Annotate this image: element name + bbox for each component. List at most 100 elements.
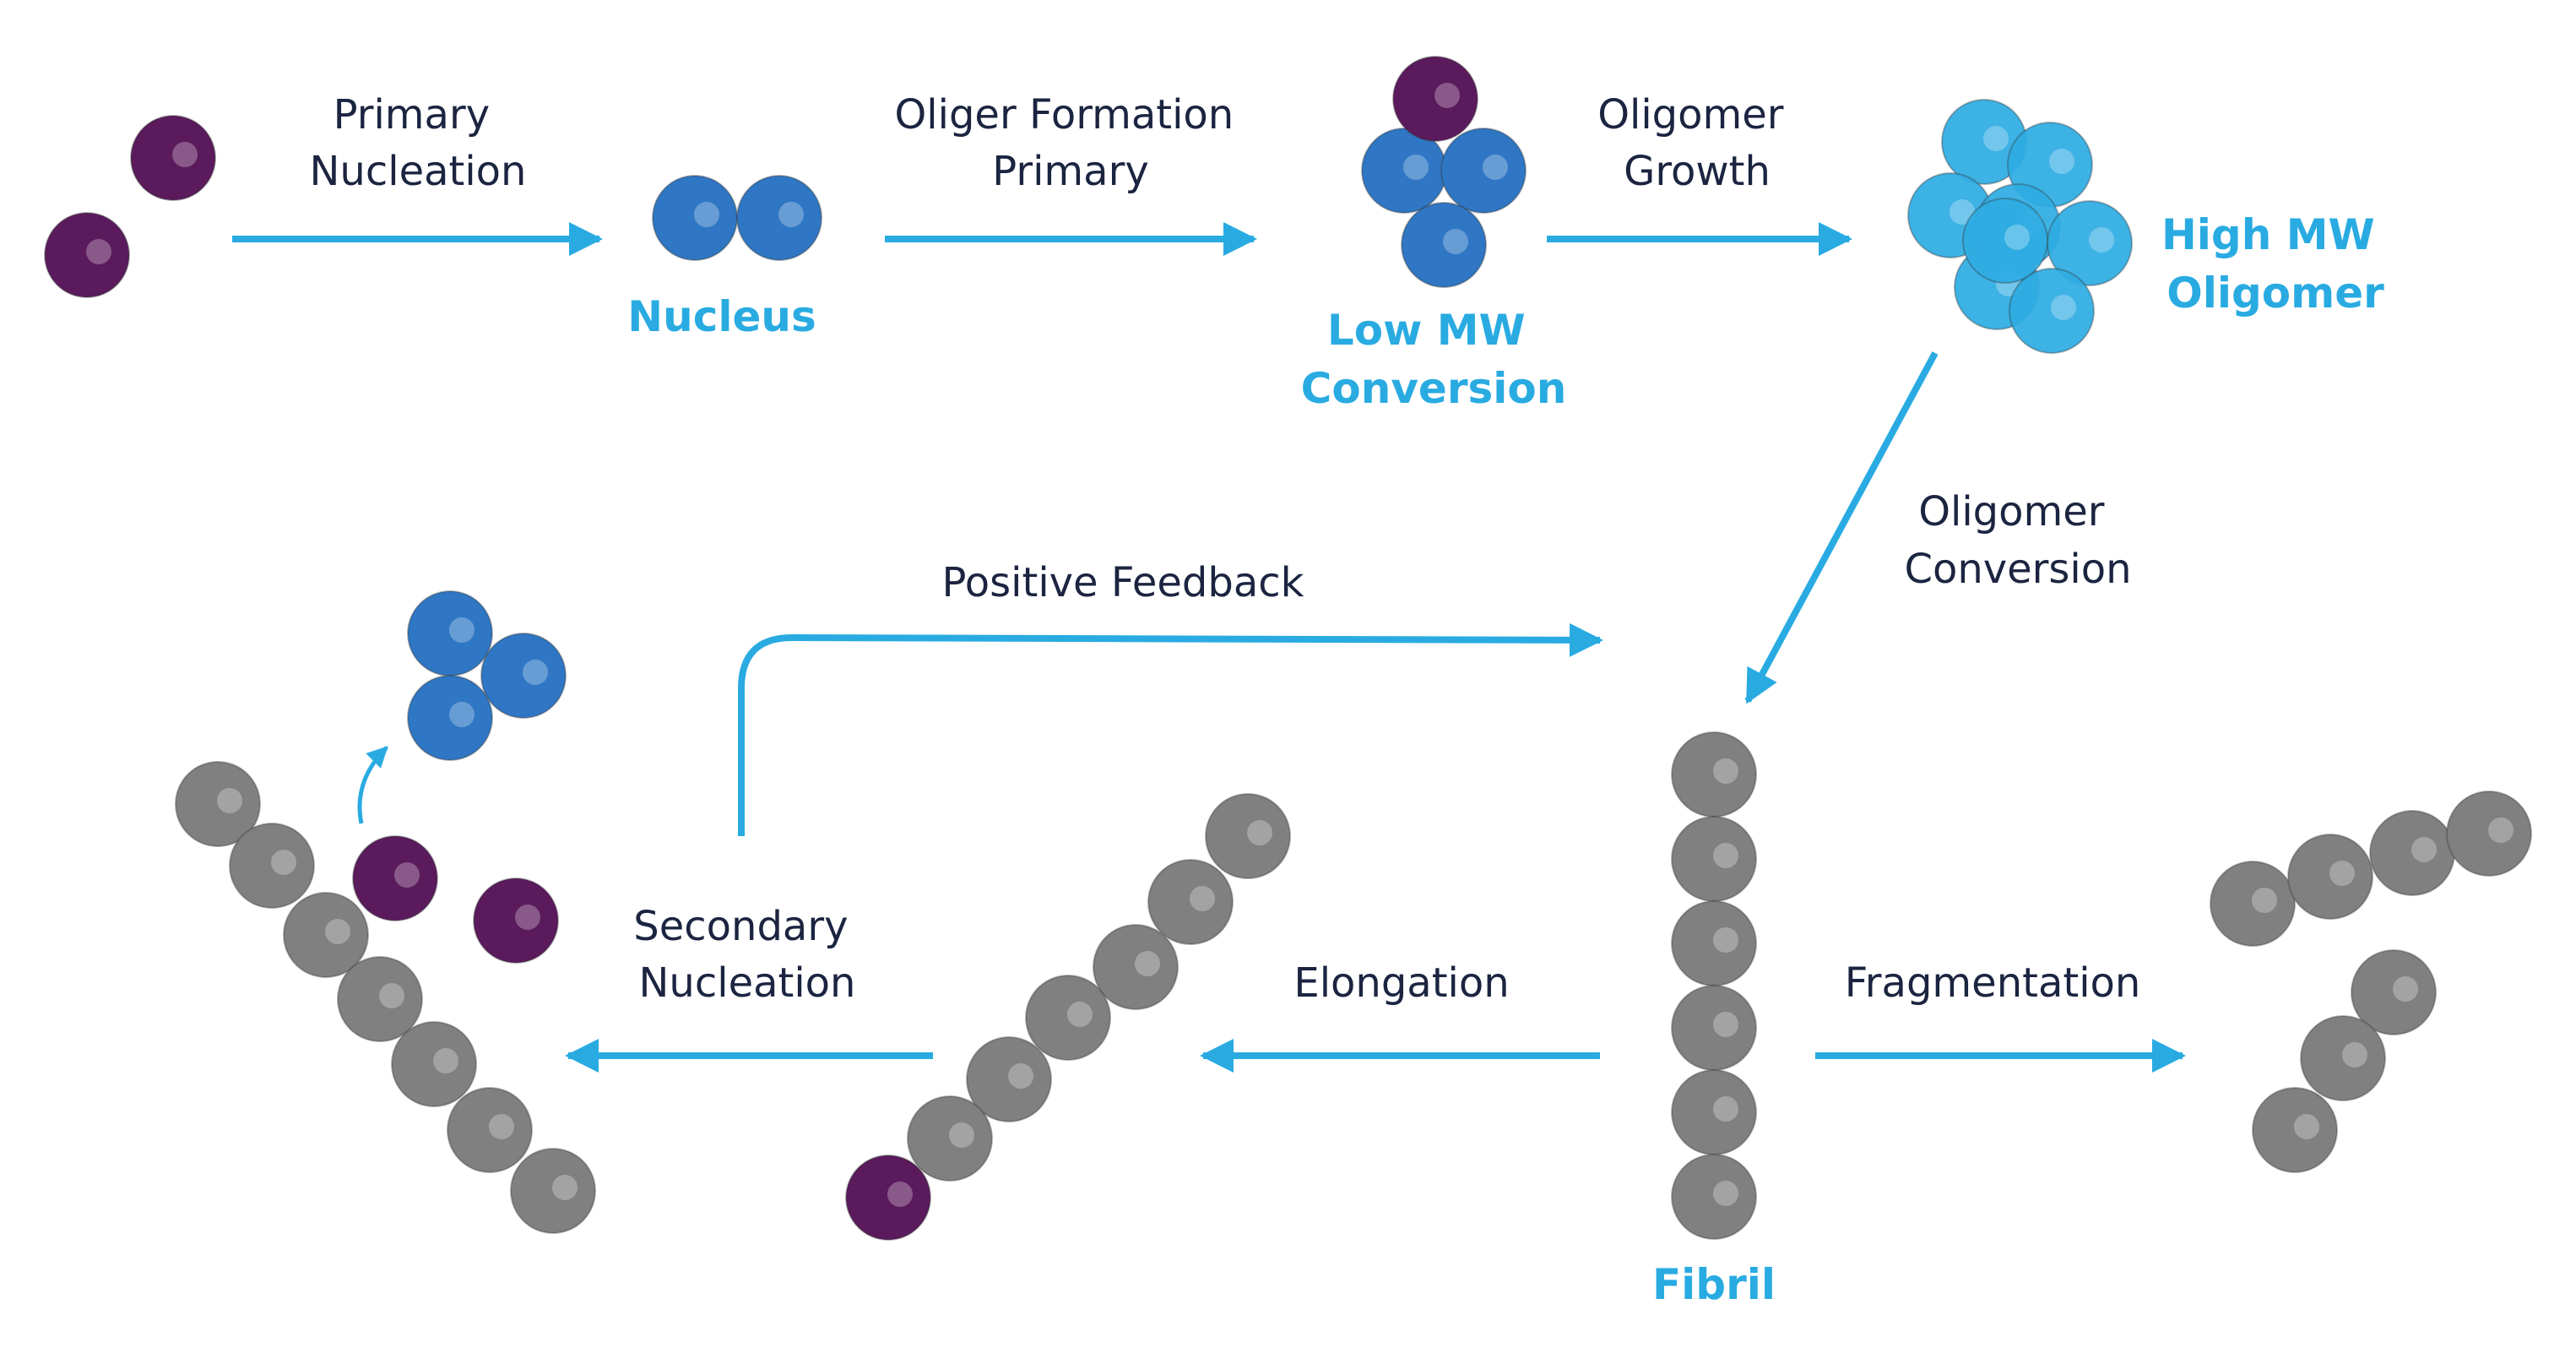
particle (1392, 56, 1478, 142)
particle (2009, 268, 2095, 354)
particle-highlight (1247, 820, 1272, 845)
particle-highlight (2252, 888, 2277, 913)
particle-highlight (778, 202, 804, 227)
particle (1440, 128, 1527, 214)
particle (480, 633, 567, 719)
nucleus-label: Nucleus (627, 292, 816, 341)
particle-highlight (2049, 149, 2074, 174)
fragmentation-label: Fragmentation (1845, 959, 2141, 1007)
fibril-diagonal-left (175, 761, 596, 1234)
particle (1093, 924, 1179, 1010)
arrows (232, 222, 2186, 1073)
particle (2210, 861, 2296, 947)
secondary-monomers (352, 835, 559, 964)
particle-highlight (552, 1175, 578, 1200)
arrow-detach (357, 746, 388, 824)
particle (1401, 202, 1487, 288)
particle-highlight (172, 142, 198, 167)
primary-nucleation-label: Primary Nucleation (310, 91, 527, 195)
particle-highlight (1950, 199, 1975, 225)
particle (510, 1148, 596, 1234)
particle (1962, 198, 2048, 284)
particle (229, 823, 315, 909)
oligomer-conversion-label: Oligomer Conversion (1904, 488, 2131, 593)
oligomer-growth-label: Oligomer Growth (1597, 91, 1797, 195)
particle-highlight (1434, 83, 1460, 108)
particle (337, 956, 423, 1042)
low-mw-top-monomer (1392, 56, 1478, 142)
free-monomers-top (44, 115, 216, 298)
high-mw-oligomer-label: High MW Oligomer (2161, 210, 2389, 318)
particle (175, 761, 261, 847)
low-mw-oligomer-cluster (1361, 128, 1527, 288)
particle-highlight (2488, 818, 2514, 843)
particle-highlight (515, 905, 540, 930)
fibril-label: Fibril (1652, 1260, 1776, 1309)
particle-highlight (1713, 758, 1738, 784)
particle-highlight (271, 850, 296, 875)
fibril-elongating (907, 793, 1291, 1182)
nucleus-cluster (652, 175, 822, 261)
particle-highlight (2342, 1042, 2367, 1068)
particle (473, 878, 559, 964)
positive-feedback-label: Positive Feedback (942, 559, 1304, 606)
particle-highlight (449, 702, 475, 727)
fragment-lower (2252, 949, 2437, 1173)
secondary-nucleation-label: Secondary Nucleation (633, 903, 860, 1007)
particle-highlight (1713, 1096, 1738, 1122)
particle (907, 1095, 993, 1182)
fibril-vertical (1671, 731, 1757, 1240)
particle (2351, 949, 2437, 1035)
particle (44, 212, 130, 298)
particle-highlight (217, 788, 242, 813)
particle-highlight (433, 1048, 458, 1073)
particle-highlight (1713, 843, 1738, 868)
fragment-upper (2210, 791, 2532, 947)
particle (1025, 975, 1111, 1061)
particle (1205, 793, 1291, 879)
particle (1671, 1154, 1757, 1240)
particle (1147, 859, 1234, 945)
particle (2252, 1087, 2338, 1173)
particle-highlight (1403, 155, 1429, 180)
particle-highlight (1008, 1063, 1033, 1089)
particle-highlight (2329, 861, 2355, 886)
particle (2287, 834, 2373, 920)
particle-highlight (1713, 1012, 1738, 1037)
particle-highlight (1067, 1002, 1093, 1027)
particle-highlight (325, 919, 350, 944)
particle-highlight (394, 862, 420, 888)
particle-highlight (2051, 295, 2076, 320)
oliger-formation-label: Oliger Formation Primary (895, 91, 1247, 195)
particle (2446, 791, 2532, 877)
particle-highlight (86, 239, 111, 264)
particle-highlight (2393, 976, 2418, 1002)
particle-highlight (1135, 951, 1160, 976)
particle-highlight (1983, 126, 2009, 151)
particle-highlight (449, 617, 475, 643)
particle (966, 1036, 1052, 1122)
arrow-oligomer-conversion (1744, 351, 1939, 704)
particle-highlight (1713, 1181, 1738, 1206)
particle-highlight (2294, 1114, 2319, 1139)
particle-highlight (1443, 229, 1468, 254)
elongation-monomer (845, 1155, 931, 1241)
elongation-label: Elongation (1293, 959, 1509, 1007)
particle-highlight (523, 660, 548, 685)
particle-highlight (2089, 227, 2114, 253)
particle (130, 115, 216, 201)
particle (391, 1021, 477, 1107)
released-oligomer (407, 590, 567, 761)
particle-highlight (1713, 927, 1738, 953)
particles (44, 56, 2532, 1241)
particle-highlight (1190, 886, 1215, 911)
high-mw-oligomer-cluster (1907, 99, 2133, 354)
particle-highlight (379, 983, 404, 1008)
particle-highlight (949, 1122, 974, 1148)
particle (407, 675, 493, 761)
particle (352, 835, 438, 921)
particle-highlight (694, 202, 719, 227)
particle (2300, 1015, 2386, 1101)
particle (845, 1155, 931, 1241)
